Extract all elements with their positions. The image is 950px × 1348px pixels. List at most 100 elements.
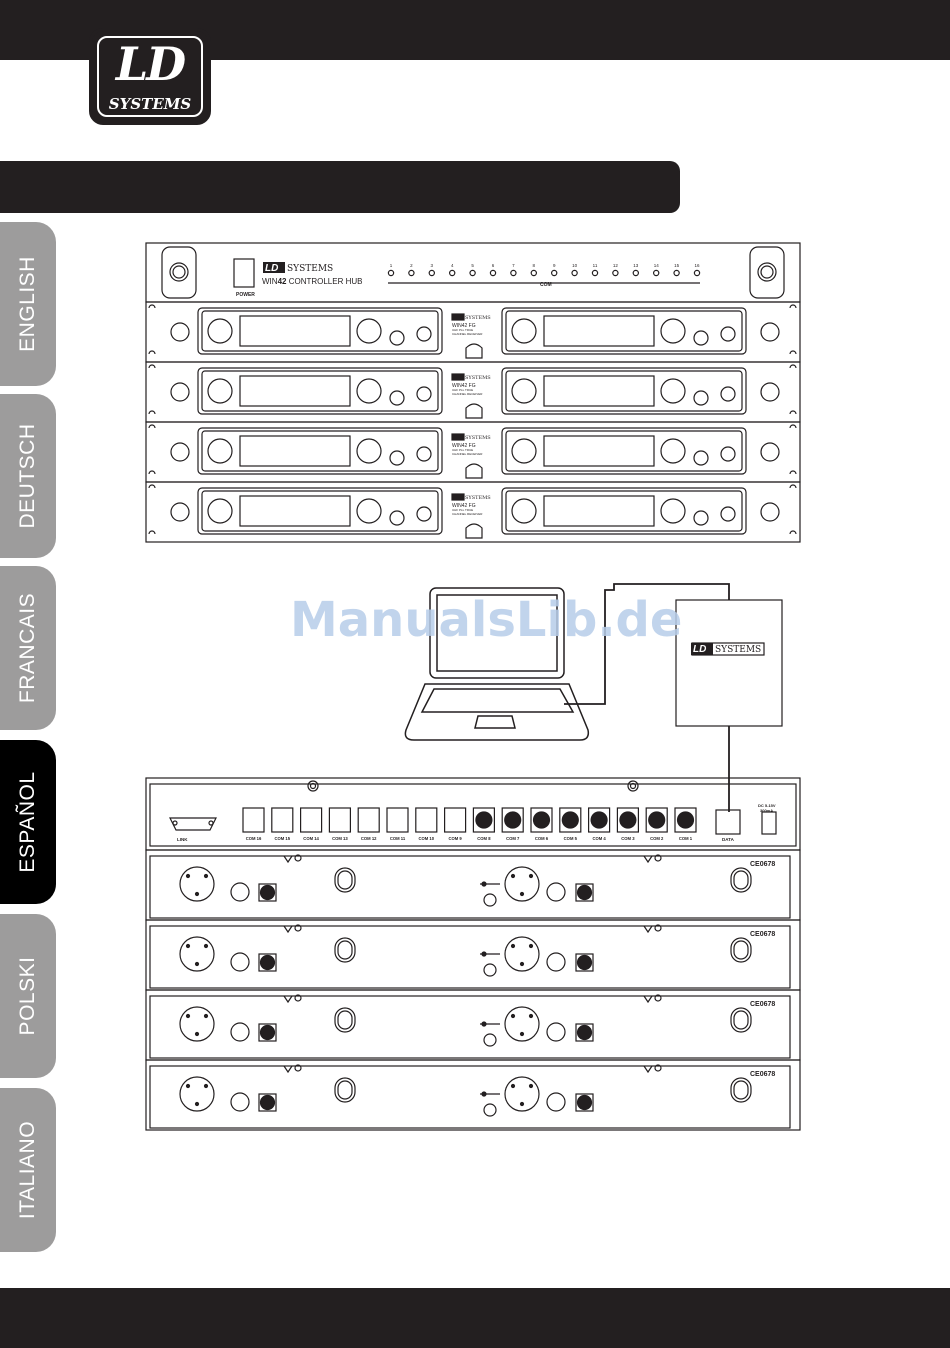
link-label: LINK [177,837,188,842]
headphone-jack [720,506,736,522]
receiver-brand: SYSTEMS [465,495,491,501]
tab-deutsch[interactable]: DEUTSCH [0,394,56,558]
antenna-connector [730,937,752,963]
data-label: DATA [722,837,735,842]
receiver-rear-unit: CE0678 [145,989,801,1061]
tab-espanol[interactable]: ESPAÑOL [0,740,56,904]
tab-italiano[interactable]: ITALIANO [0,1088,56,1252]
jack-output [546,1092,566,1112]
hub-model: WIN42 CONTROLLER HUB [262,277,362,286]
receiver-desc: UHF PLL TRUE [452,388,473,392]
receiver-desc: UHF PLL TRUE [452,448,473,452]
rj45-port [258,1023,277,1042]
headphone-jack [416,446,432,462]
select-knob [660,438,686,464]
antenna-connector [730,1077,752,1103]
antenna-connector [730,1007,752,1033]
jack-output [546,952,566,972]
led-number-label: 2 [410,263,413,268]
power-label: POWER [236,292,255,298]
dc-port [761,811,777,835]
led-indicator [530,269,538,277]
com-port [472,807,495,833]
screw [654,924,662,932]
screw [294,924,302,932]
led-number-label: 7 [512,263,515,268]
data-cable [564,583,730,812]
com-port-label: COM 8 [477,836,491,841]
com-port-label: COM 13 [332,836,348,841]
rack-handle [760,322,780,342]
jack-output [230,952,250,972]
headphone-jack [720,386,736,402]
xlr-output [504,866,540,902]
com-port [242,807,265,833]
com-port-connected [648,811,666,829]
xlr-output [504,1076,540,1112]
watermark: ManualsLib.de [290,592,683,648]
svg-text:LD: LD [265,263,278,274]
headphone-jack [720,326,736,342]
rack-handle [170,502,190,522]
receiver-model: WIN42 FG [452,323,476,329]
lcd-display [239,435,351,467]
led-indicator [673,269,680,277]
set-button [389,330,405,346]
com-port-connected [619,811,637,829]
tab-francais[interactable]: FRANCAIS [0,566,56,730]
headphone-jack [720,446,736,462]
com-port-label: COM 6 [535,836,549,841]
tab-english[interactable]: ENGLISH [0,222,56,386]
volume-knob [207,378,233,404]
xlr-output [504,936,540,972]
lcd-display [239,375,351,407]
led-number-label: 3 [431,263,434,268]
antenna-connector [334,867,356,893]
lcd-display [239,315,351,347]
volume-knob [511,438,537,464]
logo-ld-text: LD [115,37,186,91]
receiver-desc: CHANNEL RECEIVER [452,392,483,396]
link-port [169,817,217,831]
lcd-display [543,315,655,347]
com-port [386,807,409,833]
led-number-label: 1 [390,263,393,268]
led-number-label: 5 [471,263,474,268]
set-button [389,450,405,466]
receiver-desc: CHANNEL RECEIVER [452,452,483,456]
receiver-model: WIN42 FG [452,383,476,389]
lcd-display [543,495,655,527]
com-port-connected [504,811,522,829]
set-button [693,450,709,466]
led-number-label: 11 [593,263,598,268]
led-number-label: 4 [451,263,454,268]
select-knob [356,498,382,524]
receiver-panel [197,427,443,475]
led-indicator [693,269,701,277]
led-number-label: 6 [492,263,495,268]
xlr-output [179,1076,215,1112]
jack-output [230,882,250,902]
screw [654,854,662,862]
led-indicator [428,269,435,277]
rj45-port [575,953,594,972]
com-port [559,807,582,833]
jack-output [546,882,566,902]
tab-polski[interactable]: POLSKI [0,914,56,1078]
led-number-label: 14 [654,263,660,268]
led-indicator [612,269,619,277]
com-port-connected [561,811,579,829]
receiver-rear-unit: CE0678 [145,919,801,991]
ld-systems-logo: LD SYSTEMS [89,28,211,125]
jack-output [230,1092,250,1112]
rack-handle [760,382,780,402]
led-number-label: 10 [572,263,578,268]
com-port-label: COM 1 [679,836,693,841]
set-button [693,510,709,526]
receiver-brand: SYSTEMS [465,315,491,321]
xlr-output [504,1006,540,1042]
